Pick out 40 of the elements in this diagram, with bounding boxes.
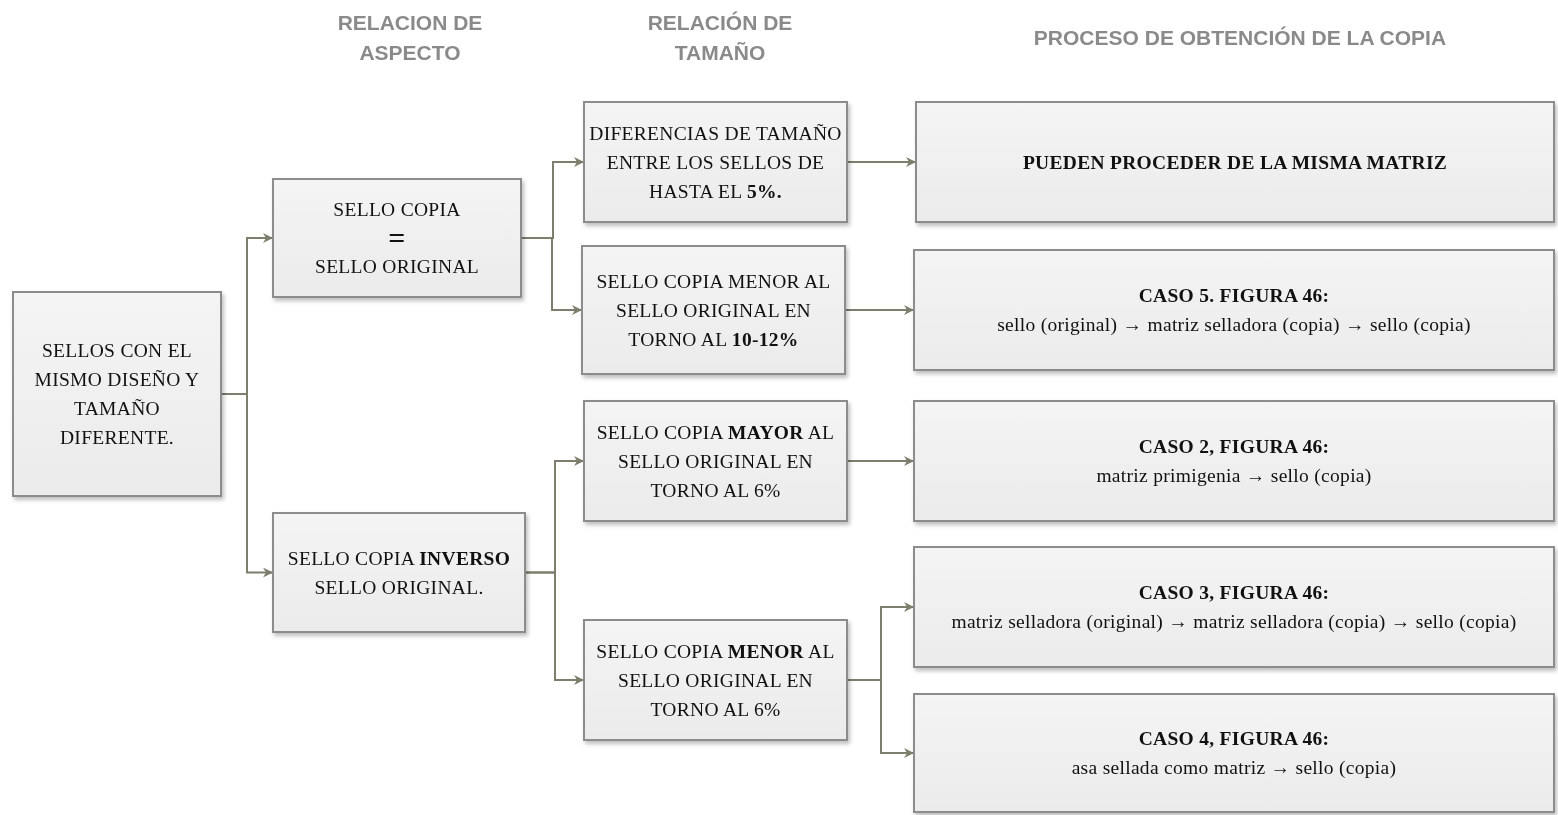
process-box [583, 400, 848, 522]
box-text: asa sellada como matriz → sello (copia) [1071, 756, 1397, 780]
box-text: SELLO COPIA [333, 198, 461, 222]
equals-sign: = [388, 224, 406, 252]
process-box [913, 249, 1555, 371]
box-text: matriz selladora (original) → matriz selladora (copia) → sello (copia) [951, 610, 1517, 634]
process-box [583, 619, 848, 741]
process-box [581, 245, 846, 375]
arrow [847, 157, 916, 167]
column-heading: PROCESO DE OBTENCIÓN DE LA COPIA [1032, 25, 1448, 51]
arrow [845, 305, 914, 315]
case-heading: CASO 4, FIGURA 46: [1138, 727, 1330, 751]
process-box [272, 512, 526, 633]
arrow [525, 571, 584, 685]
box-text: SELLO COPIA MENOR AL SELLO ORIGINAL EN TORNO AL 6% [595, 639, 836, 722]
process-box [915, 101, 1555, 223]
process-box [583, 101, 848, 223]
column-heading: RELACION DE ASPECTO [336, 10, 484, 66]
case-heading: CASO 3, FIGURA 46: [1138, 581, 1330, 605]
process-box [12, 291, 222, 497]
box-text: sello (original) → matriz selladora (copia) → sello (copia) [997, 313, 1471, 337]
process-box [272, 178, 522, 298]
box-text: PUEDEN PROCEDER DE LA MISMA MATRIZ [1022, 150, 1448, 175]
process-box [913, 400, 1555, 522]
process-box [913, 546, 1555, 668]
box-text: SELLO COPIA INVERSO SELLO ORIGINAL. [286, 546, 512, 600]
case-heading: CASO 5. FIGURA 46: [1138, 284, 1330, 308]
box-text: SELLO COPIA MAYOR AL SELLO ORIGINAL EN TORNO AL 6% [595, 420, 836, 503]
arrow [847, 456, 914, 466]
arrow [521, 237, 582, 315]
box-text: DIFERENCIAS DE TAMAÑO ENTRE LOS SELLOS DE HASTA EL 5%. [589, 121, 842, 204]
arrow [847, 679, 914, 758]
box-text: matriz primigenia → sello (copia) [1096, 464, 1372, 488]
box-text: SELLOS CON EL MISMO DISEÑO Y TAMAÑO DIFERENTE. [33, 339, 201, 450]
case-heading: CASO 2, FIGURA 46: [1138, 435, 1330, 459]
column-heading: RELACIÓN DE TAMAÑO [646, 10, 794, 66]
arrow [221, 393, 273, 578]
process-box [913, 693, 1555, 813]
box-text: SELLO ORIGINAL [315, 255, 479, 279]
box-text: SELLO COPIA MENOR AL SELLO ORIGINAL EN TORNO AL 10-12% [595, 269, 832, 352]
